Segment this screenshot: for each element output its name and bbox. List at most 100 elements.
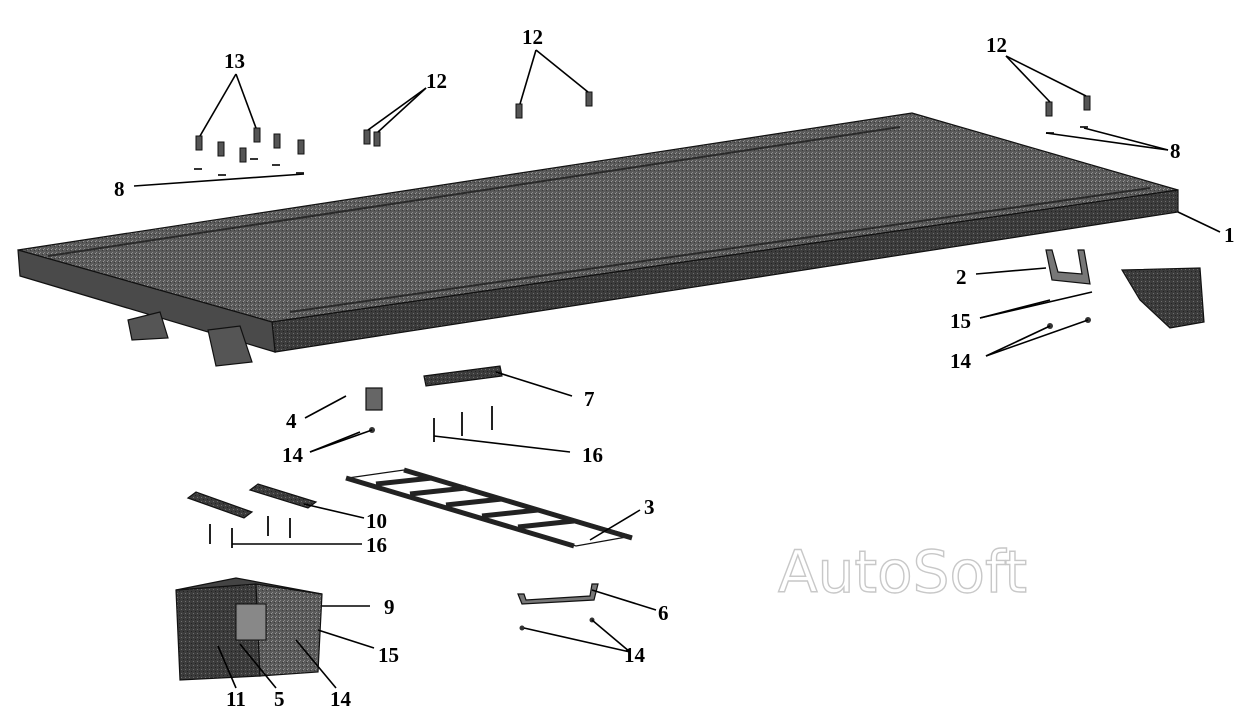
ladder-rail-left (345, 475, 575, 549)
callout-15b: 15 (378, 643, 399, 667)
bolt (515, 103, 523, 119)
washer (250, 158, 258, 160)
leader-12b2 (377, 87, 427, 133)
leader-14c1 (523, 627, 631, 653)
callout-5: 5 (274, 687, 285, 711)
leader-14a1 (985, 325, 1051, 357)
callout-labels: 1 2 3 4 5 6 7 8 8 9 10 11 12 12 12 13 14… (114, 25, 1235, 711)
bolt (373, 131, 381, 147)
leader-12a2 (535, 49, 589, 93)
platform-left-end (17, 249, 276, 353)
nut (519, 625, 525, 631)
washer (218, 174, 226, 176)
leader-11 (217, 645, 237, 689)
leader-16a (433, 435, 571, 453)
leader-lines (133, 49, 1221, 689)
callout-6: 6 (658, 601, 669, 625)
washer (194, 168, 202, 170)
callout-3: 3 (644, 495, 655, 519)
callout-14b: 14 (282, 443, 304, 467)
bolt (1083, 95, 1091, 111)
callout-13: 13 (224, 49, 245, 73)
side-support-bracket (1120, 267, 1205, 329)
callout-14d: 14 (330, 687, 352, 711)
washer (1080, 126, 1088, 128)
bolt (217, 141, 225, 157)
platform-inner-rim-front (289, 187, 1151, 313)
washer (272, 164, 280, 166)
callout-1: 1 (1224, 223, 1235, 247)
washer (296, 172, 304, 174)
leader-12c2 (1005, 55, 1087, 97)
callout-10: 10 (366, 509, 387, 533)
rail-part-7 (423, 365, 503, 387)
platform-bed (17, 112, 1179, 367)
callout-11: 11 (226, 687, 246, 711)
callout-14a: 14 (950, 349, 972, 373)
u-bracket (1045, 249, 1091, 285)
leader-7 (495, 371, 573, 397)
callout-14c: 14 (624, 643, 646, 667)
bolt (239, 147, 247, 163)
callout-12a: 12 (522, 25, 543, 49)
leader-1 (1177, 211, 1221, 233)
leader-12c1 (1005, 55, 1051, 103)
clip-part-4 (365, 387, 383, 411)
leader-14a2 (985, 319, 1089, 357)
leader-6 (591, 589, 657, 611)
box-assembly-part-9 (175, 577, 323, 681)
callout-12b: 12 (426, 69, 447, 93)
platform-bracket-left (127, 311, 169, 341)
callout-8a: 8 (114, 177, 125, 201)
callout-16b: 16 (366, 533, 387, 557)
support-bracket-part-6 (517, 583, 599, 605)
callout-4: 4 (286, 409, 297, 433)
leader-10 (303, 503, 365, 519)
ladder-rung (445, 496, 503, 508)
callout-16a: 16 (582, 443, 603, 467)
leader-4 (304, 395, 347, 419)
leader-14d (295, 639, 337, 689)
bolt (585, 91, 593, 107)
leader-12b1 (367, 87, 427, 131)
ladder-rail-right (403, 467, 633, 541)
ladder-rung (481, 507, 539, 519)
leader-14b2 (309, 431, 361, 453)
leader-5 (239, 643, 277, 689)
callout-9: 9 (384, 595, 395, 619)
platform-bracket-right (207, 325, 253, 367)
bolts-part-16-upper (433, 406, 493, 442)
bolts-part-12 (363, 91, 1091, 147)
leader-14c2 (591, 619, 631, 653)
ladder-rung (517, 518, 575, 530)
leader-2 (975, 267, 1047, 275)
leader-13b (235, 73, 257, 129)
box-cutout (235, 603, 267, 641)
watermark-text: AutoSoft (778, 538, 1027, 606)
box-top-face (175, 577, 323, 595)
bolt (1045, 101, 1053, 117)
bolt (253, 127, 261, 143)
bolts-part-13 (195, 127, 305, 163)
ladder-rung (409, 485, 467, 497)
leader-13a (199, 73, 237, 137)
callout-2: 2 (956, 265, 967, 289)
leader-15b (317, 629, 375, 649)
bar-part-10-right (248, 483, 318, 509)
bolt (297, 139, 305, 155)
bolt (363, 129, 371, 145)
bolt (195, 135, 203, 151)
leader-3 (589, 509, 641, 541)
u-bracket-part-2 (1045, 249, 1091, 285)
callout-12c: 12 (986, 33, 1007, 57)
leader-8b2 (1083, 127, 1169, 151)
leader-12a1 (519, 49, 537, 105)
callout-7: 7 (584, 387, 595, 411)
callout-15a: 15 (950, 309, 971, 333)
ladder-frame-part-3 (345, 467, 633, 549)
platform-inner-rim (47, 126, 901, 257)
leader-8b1 (1045, 132, 1169, 151)
bolt (273, 133, 281, 149)
bar-part-10-left (186, 491, 254, 519)
